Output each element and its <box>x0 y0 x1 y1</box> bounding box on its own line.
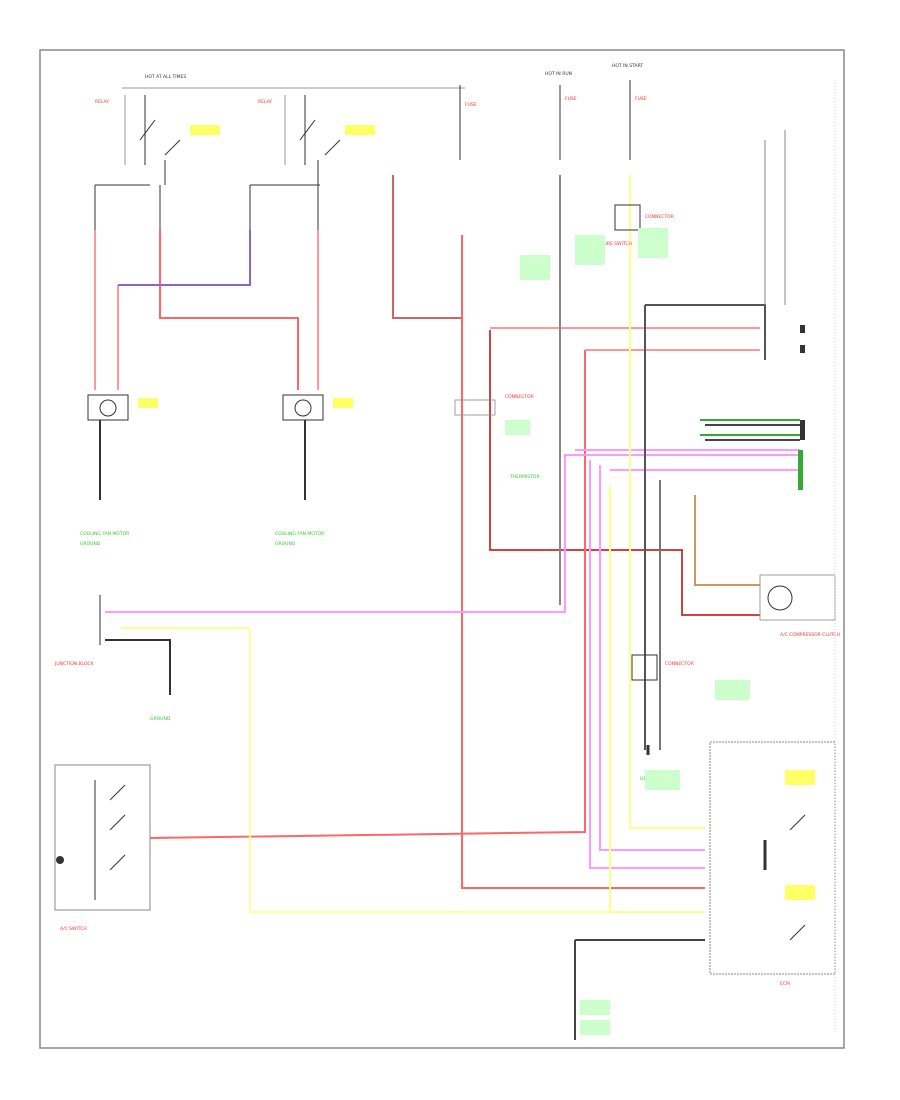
ac-compressor: A/C COMPRESSOR CLUTCH <box>759 574 840 638</box>
connector-top-right-label: CONNECTOR <box>645 214 674 220</box>
wire-red-10 <box>149 350 586 839</box>
fuse-top-label: FUSE <box>465 102 477 108</box>
wire-red-3 <box>159 230 299 390</box>
junction-block: JUNCTION BLOCK GROUND <box>54 595 171 722</box>
relay-left-label: RELAY <box>95 99 109 105</box>
wire-yellow-1 <box>629 175 705 829</box>
cooling-fan-right: COOLING FAN MOTOR GROUND <box>275 394 353 547</box>
ac-compressor-label: A/C COMPRESSOR CLUTCH <box>780 632 840 638</box>
cooling-fan-left-label: COOLING FAN MOTOR <box>80 531 129 537</box>
ac-pressure-switch: A/C PRESSURE SWITCH <box>580 241 632 247</box>
wire-ground-jb <box>105 639 171 695</box>
cooling-fan-right-label: COOLING FAN MOTOR <box>275 531 324 537</box>
ground-left-label: GROUND <box>80 541 101 547</box>
ground-jb-label: GROUND <box>150 716 171 722</box>
fuse-start-label: FUSE <box>635 96 647 102</box>
ac-switch: A/C SWITCH <box>54 764 151 932</box>
wire-red-6 <box>461 235 705 889</box>
green-label-boxes <box>520 228 750 790</box>
hot-run-label: HOT IN RUN <box>545 71 572 77</box>
thermistor-label: THERMISTOR <box>509 474 540 480</box>
fuse-row <box>94 160 320 230</box>
wire-red-7 <box>489 330 760 616</box>
ground-mid-label: GROUND <box>275 541 296 547</box>
connector-top-right: CONNECTOR <box>614 204 674 231</box>
ground-right: CONNECTOR GROUND <box>631 654 694 782</box>
wire-pink-3 <box>589 460 705 869</box>
diagram-border <box>39 49 845 1049</box>
junction-block-label: JUNCTION BLOCK <box>54 661 95 667</box>
wire-pink-1 <box>105 454 800 613</box>
cooling-fan-left: COOLING FAN MOTOR GROUND <box>80 394 158 547</box>
fuse-run-label: FUSE <box>565 96 577 102</box>
connector-right-label: CONNECTOR <box>665 661 694 667</box>
relay-left: RELAY <box>95 95 220 165</box>
wire-tan <box>694 495 760 586</box>
hot-all-times-label: HOT AT ALL TIMES <box>145 74 186 80</box>
ecm: ECM <box>709 741 836 987</box>
hot-start-label: HOT IN START <box>612 63 643 69</box>
top-power-bus: HOT AT ALL TIMES HOT IN RUN HOT IN START <box>122 63 643 89</box>
wire-grey-3 <box>645 304 766 360</box>
wire-purple <box>118 230 251 286</box>
connector-bottom <box>580 1000 610 1035</box>
fuse-group-top: FUSE FUSE FUSE <box>459 80 647 160</box>
right-terminals <box>764 80 836 1030</box>
connector-mid-label: CONNECTOR <box>505 394 534 400</box>
wire-pink-4 <box>599 465 705 851</box>
wire-yellow-3 <box>249 628 610 913</box>
relay-right: RELAY <box>258 95 375 165</box>
ac-pressure-switch-label: A/C PRESSURE SWITCH <box>580 241 632 247</box>
wire-red-5 <box>392 175 462 319</box>
ecm-label: ECM <box>780 981 790 987</box>
connector-mid: CONNECTOR THERMISTOR <box>454 394 540 480</box>
relay-right-label: RELAY <box>258 99 272 105</box>
ac-switch-label: A/C SWITCH <box>60 926 87 932</box>
